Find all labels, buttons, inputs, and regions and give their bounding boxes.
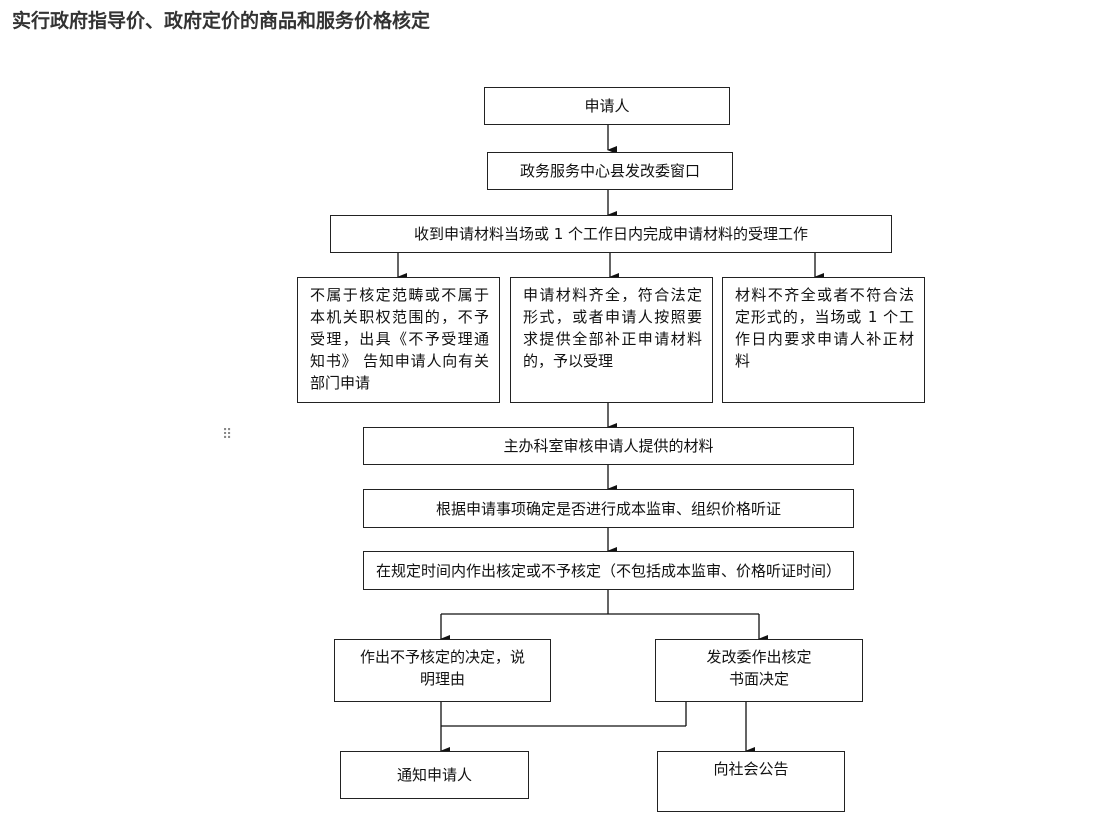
node-branch-accept: 申请材料齐全，符合法定形式，或者申请人按照要求提供全部补正申请材料的，予以受理 bbox=[510, 277, 713, 403]
node-announce: 向社会公告 bbox=[657, 751, 845, 812]
node-no-approval: 作出不予核定的决定，说 明理由 bbox=[334, 639, 551, 702]
node-review: 主办科室审核申请人提供的材料 bbox=[363, 427, 854, 465]
node-applicant: 申请人 bbox=[484, 87, 730, 125]
node-receive: 收到申请材料当场或 1 个工作日内完成申请材料的受理工作 bbox=[330, 215, 892, 253]
page-title: 实行政府指导价、政府定价的商品和服务价格核定 bbox=[12, 10, 431, 32]
node-no-approval-line1: 作出不予核定的决定，说 bbox=[359, 648, 525, 666]
node-branch-supplement: 材料不齐全或者不符合法定形式的，当场或 1 个工作日内要求申请人补正材料 bbox=[722, 277, 925, 403]
node-no-approval-line2: 明理由 bbox=[419, 670, 465, 688]
node-approval-line1: 发改委作出核定 bbox=[706, 648, 812, 666]
drag-handle-icon[interactable]: ⠿ bbox=[222, 427, 232, 443]
node-approval-line2: 书面决定 bbox=[728, 670, 789, 688]
node-make-decision: 在规定时间内作出核定或不予核定（不包括成本监审、价格听证时间） bbox=[363, 551, 854, 590]
node-branch-reject: 不属于核定范畴或不属于本机关职权范围的，不予受理，出具《不予受理通知书》 告知申… bbox=[297, 277, 500, 403]
node-window: 政务服务中心县发改委窗口 bbox=[487, 152, 733, 190]
node-approval: 发改委作出核定 书面决定 bbox=[655, 639, 863, 702]
node-decide-audit: 根据申请事项确定是否进行成本监审、组织价格听证 bbox=[363, 489, 854, 528]
node-notify: 通知申请人 bbox=[340, 751, 529, 799]
